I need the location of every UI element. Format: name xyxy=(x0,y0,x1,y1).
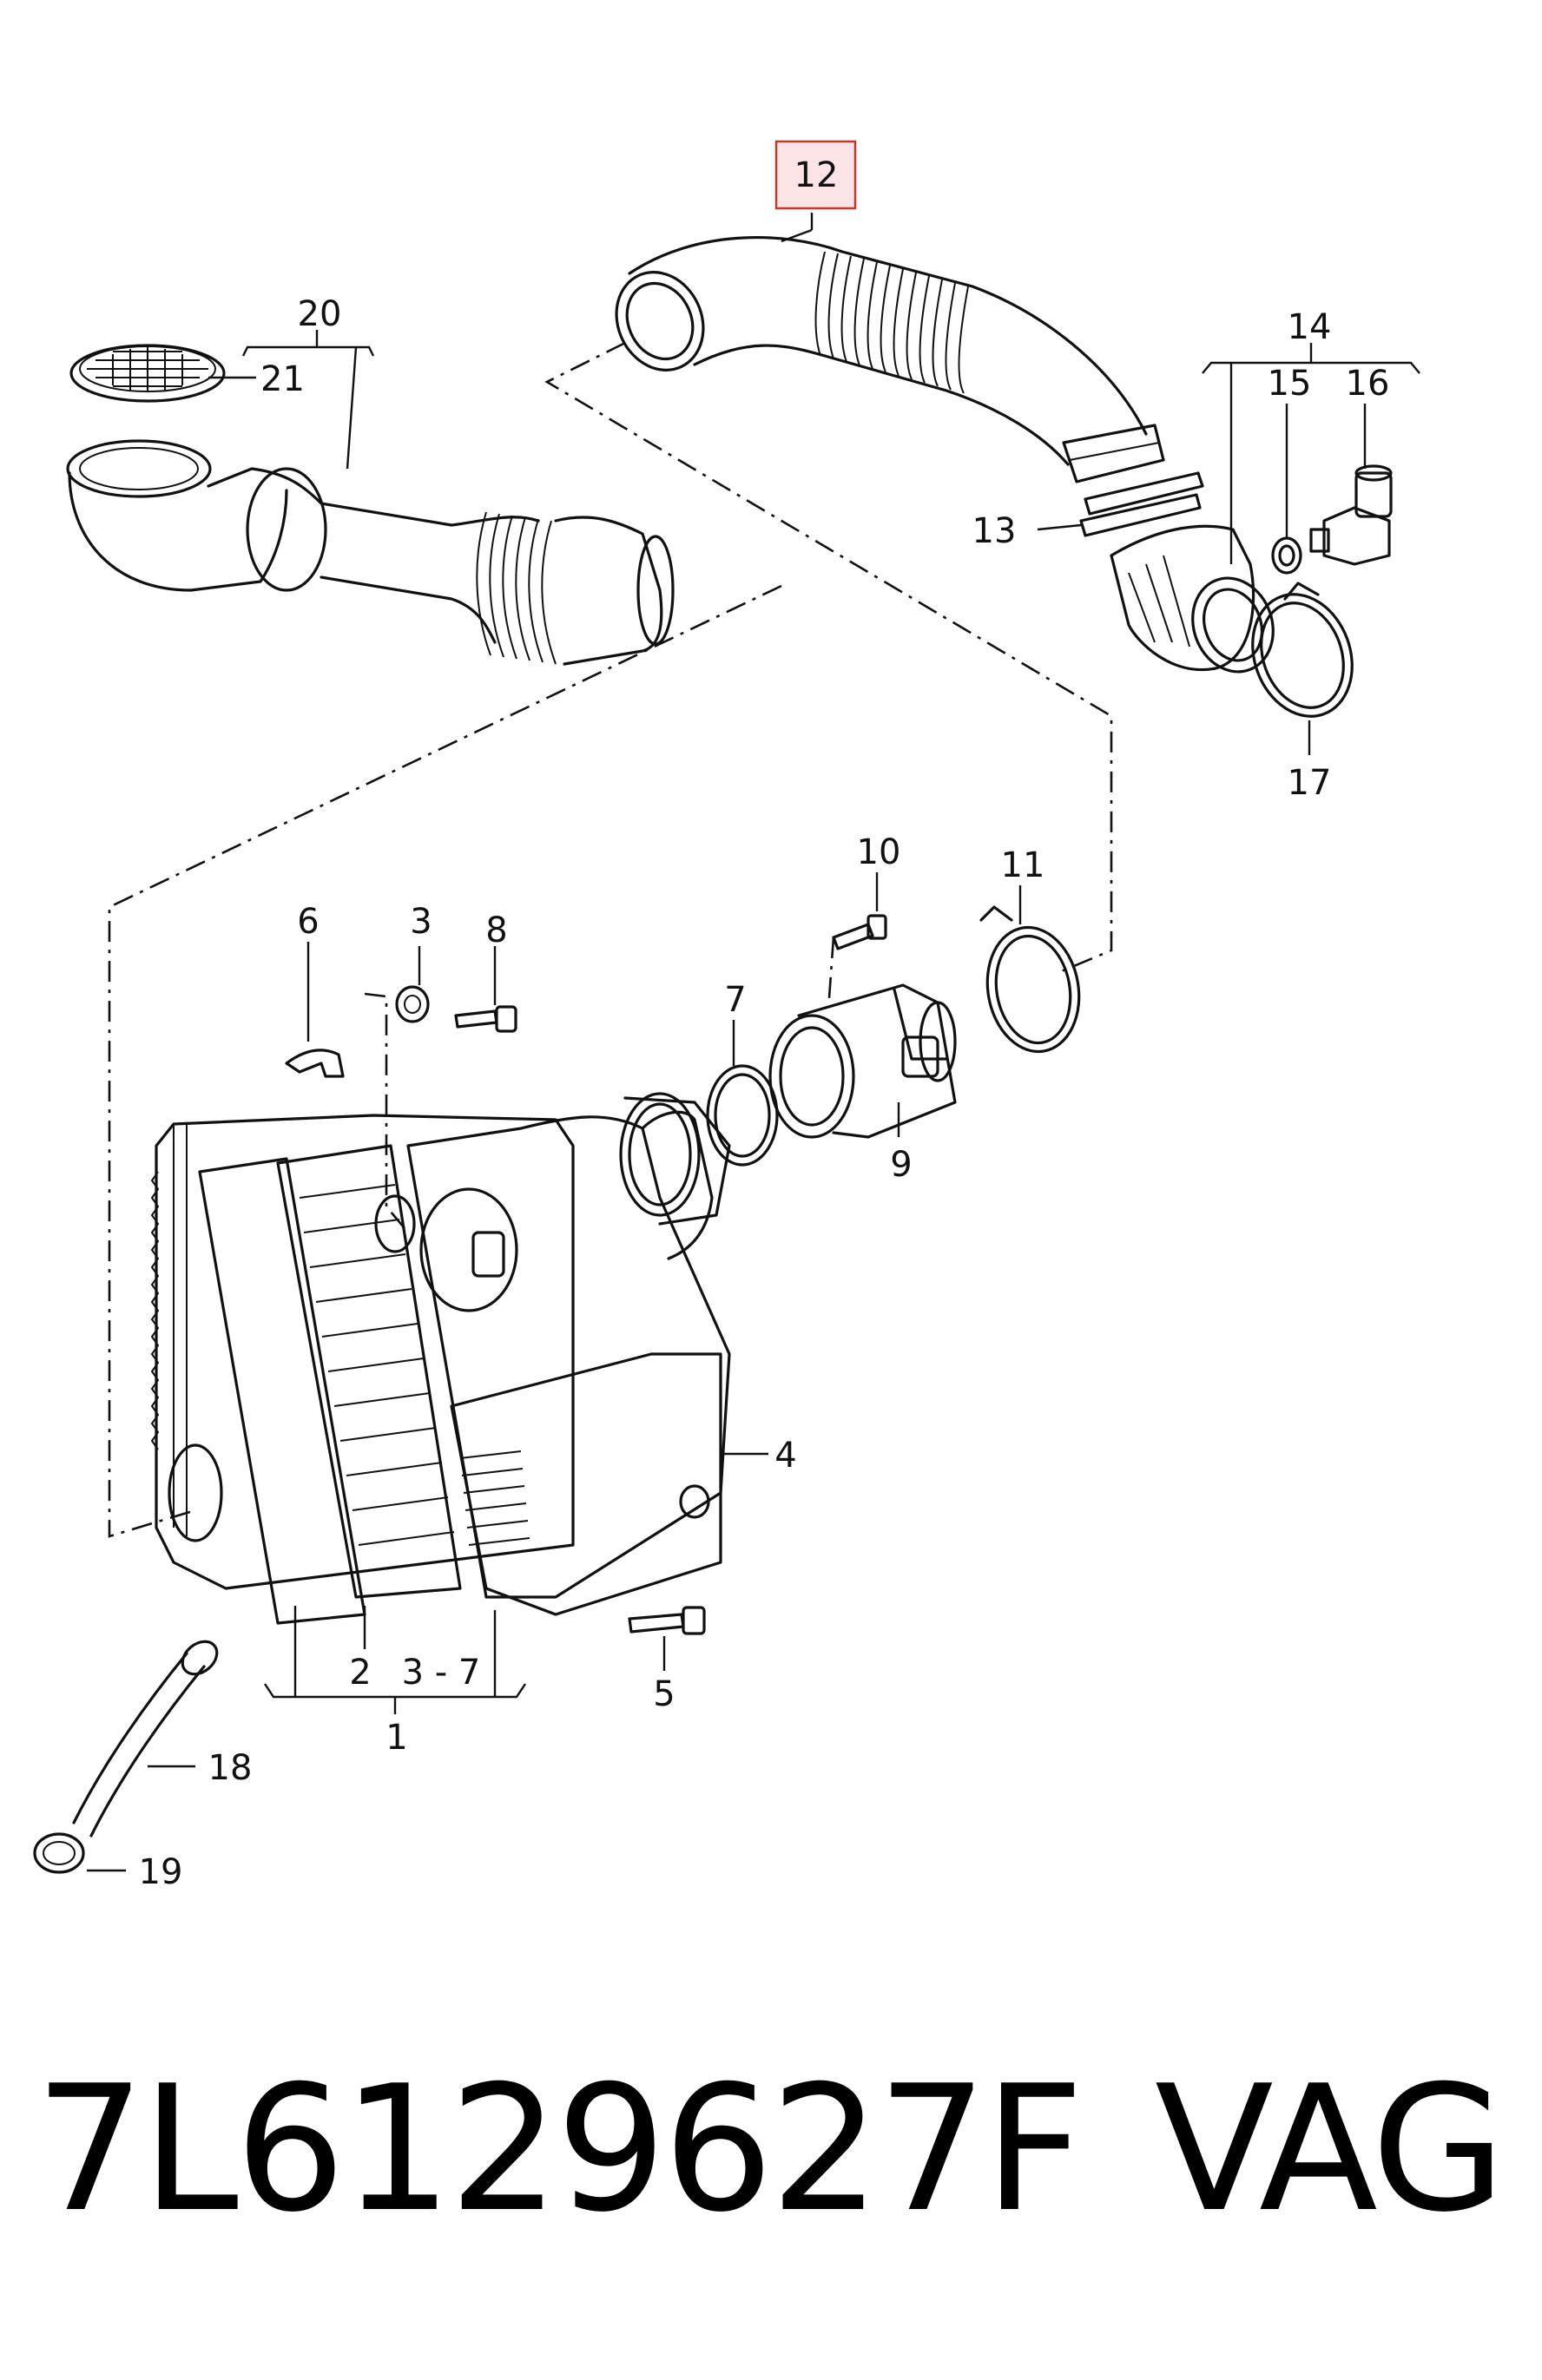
part-18-drain-hose[interactable] xyxy=(72,1635,223,1838)
part-9-flow-meter-inlet-adapter[interactable] xyxy=(619,1092,731,1226)
callout-4[interactable]: 4 xyxy=(774,1436,796,1476)
callout-6[interactable]: 6 xyxy=(297,902,319,942)
brand-name: VAG xyxy=(1155,2048,1506,2251)
callout-labels: 12 20 21 14 15 16 13 17 10 11 6 3 8 7 9 … xyxy=(139,155,1390,1892)
callout-10[interactable]: 10 xyxy=(857,832,901,872)
part-9-air-mass-meter[interactable] xyxy=(768,983,957,1139)
part-3-grommet[interactable] xyxy=(395,985,430,1023)
part-17-hose-clamp[interactable] xyxy=(1236,581,1369,731)
part-2-filter-element[interactable] xyxy=(276,1144,462,1599)
part-5-screw[interactable] xyxy=(628,1606,706,1635)
part-15-clip[interactable] xyxy=(1271,536,1302,575)
part-14-connector-assembly[interactable] xyxy=(1110,524,1286,683)
part-16-sensor-valve[interactable] xyxy=(1309,464,1393,566)
part-3-7-housing-upper[interactable] xyxy=(374,1110,731,1599)
part-4-cover-plate[interactable] xyxy=(450,1352,722,1616)
part-1-air-filter-housing[interactable] xyxy=(150,1114,575,1625)
callout-9[interactable]: 9 xyxy=(890,1145,912,1185)
callout-14[interactable]: 14 xyxy=(1288,307,1332,347)
callout-3[interactable]: 3 xyxy=(410,902,432,942)
part-10-screw[interactable] xyxy=(832,914,887,950)
callout-17[interactable]: 17 xyxy=(1288,763,1332,803)
part-12-air-duct[interactable] xyxy=(601,235,1165,483)
callout-3-7[interactable]: 3 - 7 xyxy=(402,1653,481,1693)
part-20-intake-duct[interactable] xyxy=(66,439,675,666)
highlight-box xyxy=(774,140,857,210)
part-6-clip[interactable] xyxy=(285,1049,345,1078)
part-21-screen-filter[interactable] xyxy=(69,344,226,403)
callout-11[interactable]: 11 xyxy=(1001,845,1045,885)
callout-15[interactable]: 15 xyxy=(1268,364,1312,404)
callout-5[interactable]: 5 xyxy=(653,1674,675,1714)
callout-7[interactable]: 7 xyxy=(724,980,746,1020)
leader-lines xyxy=(87,213,1420,1872)
part-19-clamp[interactable] xyxy=(33,1832,85,1874)
callout-19[interactable]: 19 xyxy=(139,1852,183,1892)
callout-18[interactable]: 18 xyxy=(208,1748,253,1788)
callout-20[interactable]: 20 xyxy=(298,294,342,334)
callout-21[interactable]: 21 xyxy=(260,359,305,399)
part-number: 7L6129627F xyxy=(35,2048,1084,2251)
callout-1[interactable]: 1 xyxy=(386,1718,407,1758)
part-7-o-ring[interactable] xyxy=(706,1064,779,1167)
part-8-bolt[interactable] xyxy=(454,1005,517,1033)
callout-2[interactable]: 2 xyxy=(349,1653,371,1693)
callout-13[interactable]: 13 xyxy=(972,511,1017,551)
callout-8[interactable]: 8 xyxy=(485,911,507,950)
part-11-hose-clamp[interactable] xyxy=(978,905,1088,1059)
footer: 7L6129627F VAG xyxy=(35,2048,1511,2257)
callout-12[interactable]: 12 xyxy=(794,155,839,195)
callout-16[interactable]: 16 xyxy=(1346,364,1390,404)
part-13-seal-ring[interactable] xyxy=(1079,471,1204,537)
